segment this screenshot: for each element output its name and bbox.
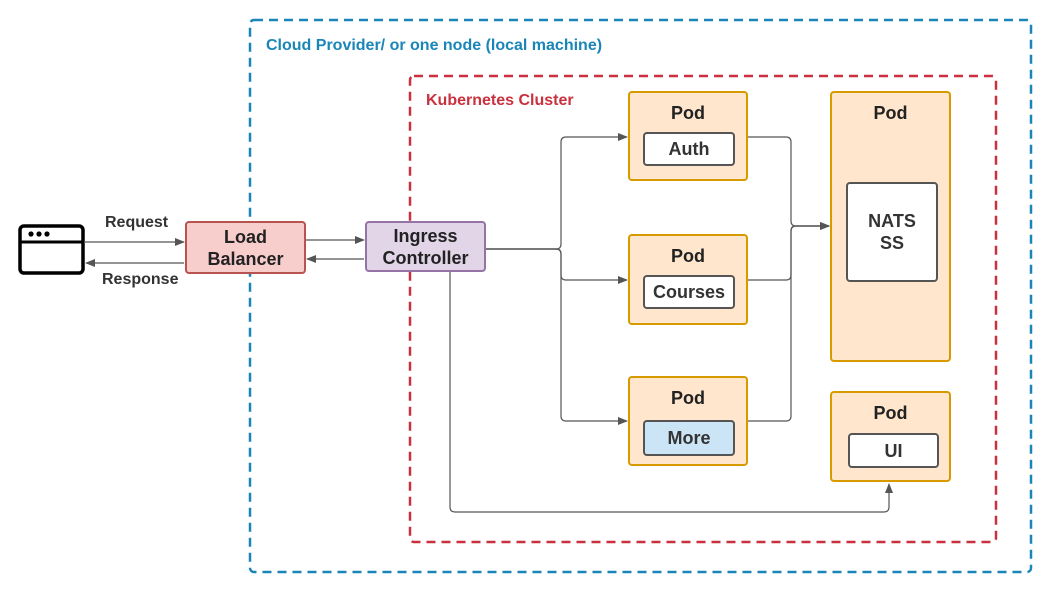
ingress-to-auth-edge: [486, 133, 628, 250]
ingress-to-ui-edge: [449, 272, 893, 513]
cloud-provider-group: [248, 18, 1033, 574]
pod-title: Pod: [671, 246, 705, 266]
pod-title: Pod: [873, 103, 908, 123]
browser-window-icon: [18, 224, 85, 275]
cloud-provider-label: Cloud Provider/ or one node (local machi…: [266, 37, 603, 54]
ui-service: UI: [848, 433, 939, 468]
auth-to-nats-edge: [748, 136, 830, 230]
courses-pod[interactable]: Pod Courses: [628, 234, 748, 325]
pod-title: Pod: [671, 103, 705, 123]
kubernetes-cluster-group: [408, 74, 998, 544]
ingress-controller-label: Ingress Controller: [382, 225, 469, 268]
request-label: Request: [105, 214, 169, 231]
more-service: More: [643, 420, 735, 456]
nats-streaming-service: NATS SS: [846, 182, 938, 282]
response-label: Response: [102, 271, 179, 288]
auth-service: Auth: [643, 132, 735, 166]
auth-pod[interactable]: Pod Auth: [628, 91, 748, 181]
more-pod[interactable]: Pod More: [628, 376, 748, 466]
load-balancer-label: Load Balancer: [207, 226, 284, 269]
courses-to-nats-edge: [748, 222, 830, 281]
pod-title: Pod: [873, 403, 908, 423]
ingress-to-courses-edge: [486, 248, 628, 284]
pod-title: Pod: [671, 388, 705, 408]
load-balancer-node[interactable]: Load Balancer: [185, 221, 306, 274]
more-to-nats-edge: [748, 222, 830, 422]
ingress-controller-node[interactable]: Ingress Controller: [365, 221, 486, 272]
ingress-to-more-edge: [486, 248, 628, 425]
courses-service: Courses: [643, 275, 735, 309]
kubernetes-cluster-label: Kubernetes Cluster: [426, 92, 574, 109]
ui-pod[interactable]: Pod UI: [830, 391, 951, 482]
nats-pod[interactable]: Pod NATS SS: [830, 91, 951, 362]
